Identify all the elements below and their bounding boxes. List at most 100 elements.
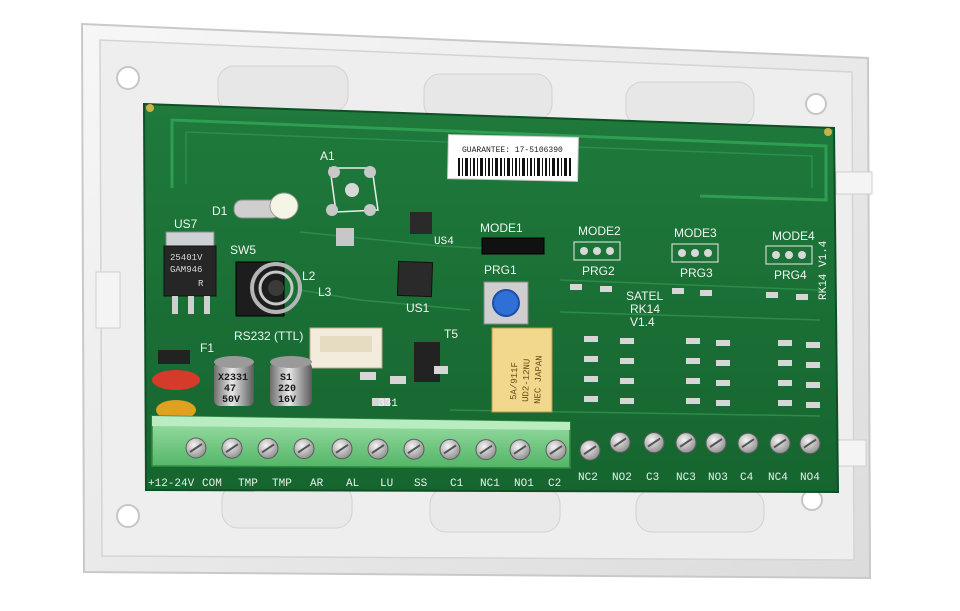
terminal-screw	[769, 432, 791, 454]
label-l3: L3	[318, 285, 332, 299]
label-mode3: MODE3	[674, 226, 717, 240]
terminal-screw	[799, 433, 821, 455]
relay-line3: NEC JAPAN	[533, 355, 545, 404]
terminal-label: NO4	[800, 472, 820, 484]
antenna-pad: A1	[320, 149, 379, 216]
terminal-label: TMP	[238, 478, 258, 490]
relay-line2: UD2-12NU	[521, 359, 533, 403]
barcode	[458, 158, 571, 176]
terminal-screw	[475, 439, 497, 461]
terminal-screw	[545, 439, 567, 461]
terminal-screw	[705, 432, 727, 454]
terminal-label: +12-24V	[148, 478, 195, 490]
relay: 5A/911F UD2-12NU NEC JAPAN	[491, 327, 553, 413]
terminal-screw	[221, 437, 243, 459]
label-d1: D1	[212, 204, 228, 218]
terminal-label: COM	[202, 478, 222, 490]
cap2-line2: 220	[278, 384, 296, 395]
label-prg2: PRG2	[582, 264, 615, 278]
cap1-line2: 47	[224, 384, 236, 395]
terminal-label: NC2	[578, 472, 598, 484]
terminal-screw	[439, 438, 461, 460]
cap2-line1: S1	[280, 373, 292, 384]
terminal-label: C2	[548, 478, 561, 490]
terminal-label: NC3	[676, 472, 696, 484]
brand-line2: RK14	[630, 302, 660, 316]
terminal-screw	[579, 439, 601, 461]
terminal-screw	[185, 437, 207, 459]
guarantee-sticker: GUARANTEE: 17-5106390	[447, 134, 579, 182]
fuse-f1: F1	[152, 341, 214, 420]
terminal-screw	[257, 437, 279, 459]
label-sw5: SW5	[230, 243, 256, 257]
label-us1: US1	[406, 301, 430, 315]
terminal-screw	[367, 438, 389, 460]
terminal-label: LU	[380, 478, 393, 490]
mounting-hole	[801, 489, 823, 511]
label-rs232: RS232 (TTL)	[234, 329, 303, 343]
regulator-us7: US7 25401V GAM946 R	[163, 217, 217, 314]
mounting-hole	[116, 66, 140, 90]
terminal-screw	[609, 431, 631, 453]
terminal-label: NO3	[708, 472, 728, 484]
terminal-screw	[737, 432, 759, 454]
label-prg1: PRG1	[484, 263, 517, 277]
terminal-screws	[185, 431, 821, 461]
label-a1: A1	[320, 149, 335, 163]
terminal-label: C3	[646, 472, 659, 484]
terminal-screw	[675, 432, 697, 454]
terminal-label: SS	[414, 478, 428, 490]
terminal-label: NO2	[612, 472, 632, 484]
mounting-hole	[116, 504, 140, 528]
terminal-label: C1	[450, 478, 464, 490]
label-mode2: MODE2	[578, 224, 621, 238]
capacitor-2: S1 220 16V	[270, 356, 312, 406]
label-mode1: MODE1	[480, 221, 523, 235]
led-d1: D1	[212, 192, 299, 220]
mode-jumpers: MODE1 PRG1 MODE2 PRG2 MODE3 PRG3 MODE4 P…	[480, 221, 815, 282]
brand-marking: SATEL RK14 V1.4 RK14 V1.4	[626, 240, 830, 329]
rs232-connector: RS232 (TTL) T5	[234, 327, 458, 382]
terminal-screw	[643, 432, 665, 454]
label-t5: T5	[444, 327, 458, 341]
terminal-label: NO1	[514, 478, 534, 490]
prg-button	[483, 281, 529, 325]
terminal-label: C4	[740, 472, 754, 484]
smd-components	[360, 284, 820, 408]
microcontroller-us1: US1 US4	[336, 212, 454, 315]
terminal-screw	[293, 438, 315, 460]
cap2-line3: 16V	[278, 395, 296, 406]
label-prg3: PRG3	[680, 266, 713, 280]
capacitor-1: X2331 47 50V	[214, 356, 254, 406]
terminal-screw	[331, 438, 353, 460]
side-marking: RK14 V1.4	[818, 240, 830, 300]
terminal-screw	[403, 438, 425, 460]
brand-line3: V1.4	[630, 315, 655, 329]
regulator-mark: R	[198, 279, 204, 289]
label-mode4: MODE4	[772, 229, 815, 243]
label-prg4: PRG4	[774, 268, 807, 282]
sticker-text: GUARANTEE: 17-5106390	[462, 146, 563, 155]
brand-line1: SATEL	[626, 289, 663, 303]
regulator-line2: GAM946	[170, 265, 202, 275]
mounting-hole	[805, 93, 827, 115]
terminal-screw	[509, 439, 531, 461]
regulator-line1: 25401V	[170, 253, 203, 263]
label-us4: US4	[434, 236, 454, 248]
relay-line1: 5A/911F	[509, 362, 520, 400]
terminal-label: AR	[310, 478, 324, 490]
cap1-line1: X2331	[218, 373, 248, 384]
resistor-code: 331	[378, 398, 398, 410]
cap1-line3: 50V	[222, 395, 240, 406]
label-f1: F1	[200, 341, 214, 355]
terminal-label: NC4	[768, 472, 788, 484]
terminal-label: TMP	[272, 478, 292, 490]
label-us7: US7	[174, 217, 198, 231]
terminal-label: NC1	[480, 478, 500, 490]
switch-sw5: SW5 L2 L3	[230, 243, 332, 317]
label-l2: L2	[302, 269, 316, 283]
terminal-block-left	[151, 415, 571, 469]
